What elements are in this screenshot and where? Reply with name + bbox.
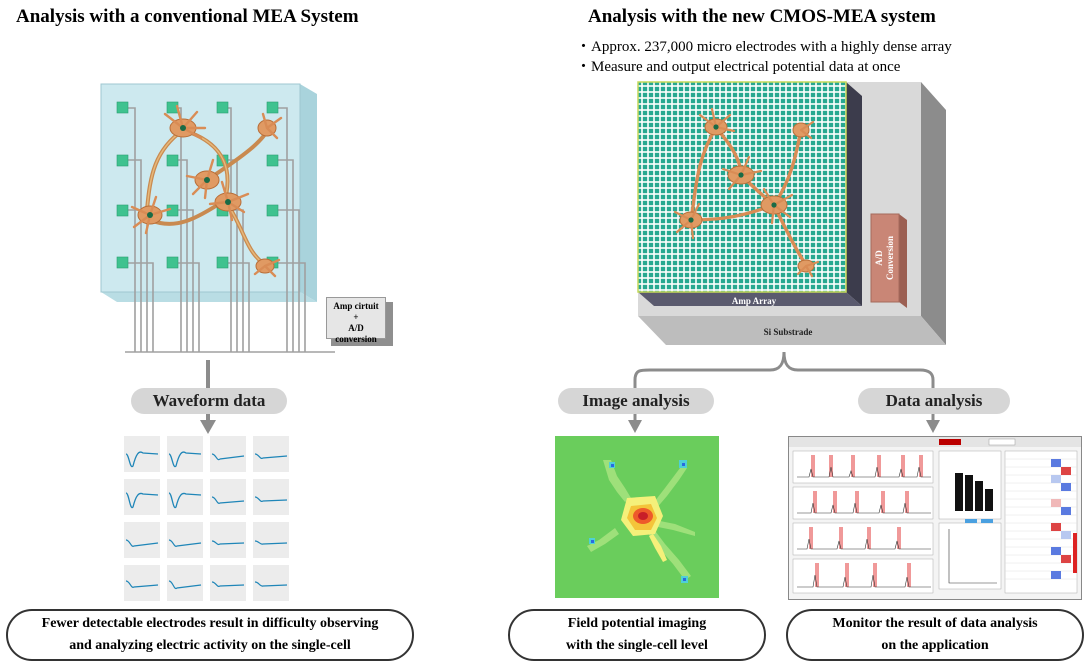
data-analysis-conclusion-box: Monitor the result of data analysis on t… bbox=[786, 609, 1084, 661]
ad-label-1: A/D bbox=[874, 250, 884, 266]
ad-label-2: Conversion bbox=[885, 236, 895, 280]
electrode-array bbox=[637, 81, 847, 293]
waveform-cells bbox=[124, 436, 289, 601]
data-conclusion-line2: on the application bbox=[881, 638, 989, 653]
amp-circuit-line1: Amp cirtuit bbox=[333, 301, 379, 311]
left-conclusion-line1: Fewer detectable electrodes result in di… bbox=[41, 616, 379, 631]
left-conclusion-line2: and analyzing electric activity on the s… bbox=[69, 638, 351, 653]
right-bullet-1: ・Approx. 237,000 micro electrodes with a… bbox=[576, 39, 952, 55]
amp-array bbox=[638, 292, 862, 306]
amp-circuit-line2: A/D conversion bbox=[335, 323, 377, 344]
right-title: Analysis with the new CMOS-MEA system bbox=[588, 6, 936, 27]
chip-neuron-network bbox=[673, 107, 820, 278]
analysis-application-window bbox=[788, 436, 1082, 600]
application-content bbox=[789, 437, 1081, 594]
amp-circuit-plus: + bbox=[353, 312, 359, 322]
substrate-label: Si Substrade bbox=[764, 327, 813, 337]
amp-array-label: Amp Array bbox=[732, 296, 777, 306]
neuron-network bbox=[130, 104, 283, 278]
right-branch-arrows bbox=[628, 351, 940, 433]
field-potential-heatmap bbox=[555, 436, 719, 598]
ad-conversion-block bbox=[870, 213, 900, 303]
image-conclusion-line2: with the single-cell level bbox=[566, 638, 708, 653]
data-conclusion-line1: Monitor the result of data analysis bbox=[832, 616, 1038, 631]
waveform-data-label: Waveform data bbox=[131, 388, 287, 414]
amp-circuit-box: Amp cirtuit + A/D conversion bbox=[326, 297, 393, 346]
conventional-mea-diagram bbox=[100, 83, 335, 353]
left-title: Analysis with a conventional MEA System bbox=[16, 6, 359, 27]
cmos-mea-chip-diagram: Amp Array A/D Conversion Si Substrade bbox=[637, 81, 946, 345]
data-analysis-label: Data analysis bbox=[858, 388, 1010, 414]
waveform-grid bbox=[124, 436, 289, 601]
left-conclusion-box: Fewer detectable electrodes result in di… bbox=[6, 609, 414, 661]
image-conclusion-line1: Field potential imaging bbox=[567, 616, 707, 631]
image-analysis-conclusion-box: Field potential imaging with the single-… bbox=[508, 609, 766, 661]
right-bullet-2: ・Measure and output electrical potential… bbox=[576, 59, 901, 75]
image-analysis-label: Image analysis bbox=[558, 388, 714, 414]
